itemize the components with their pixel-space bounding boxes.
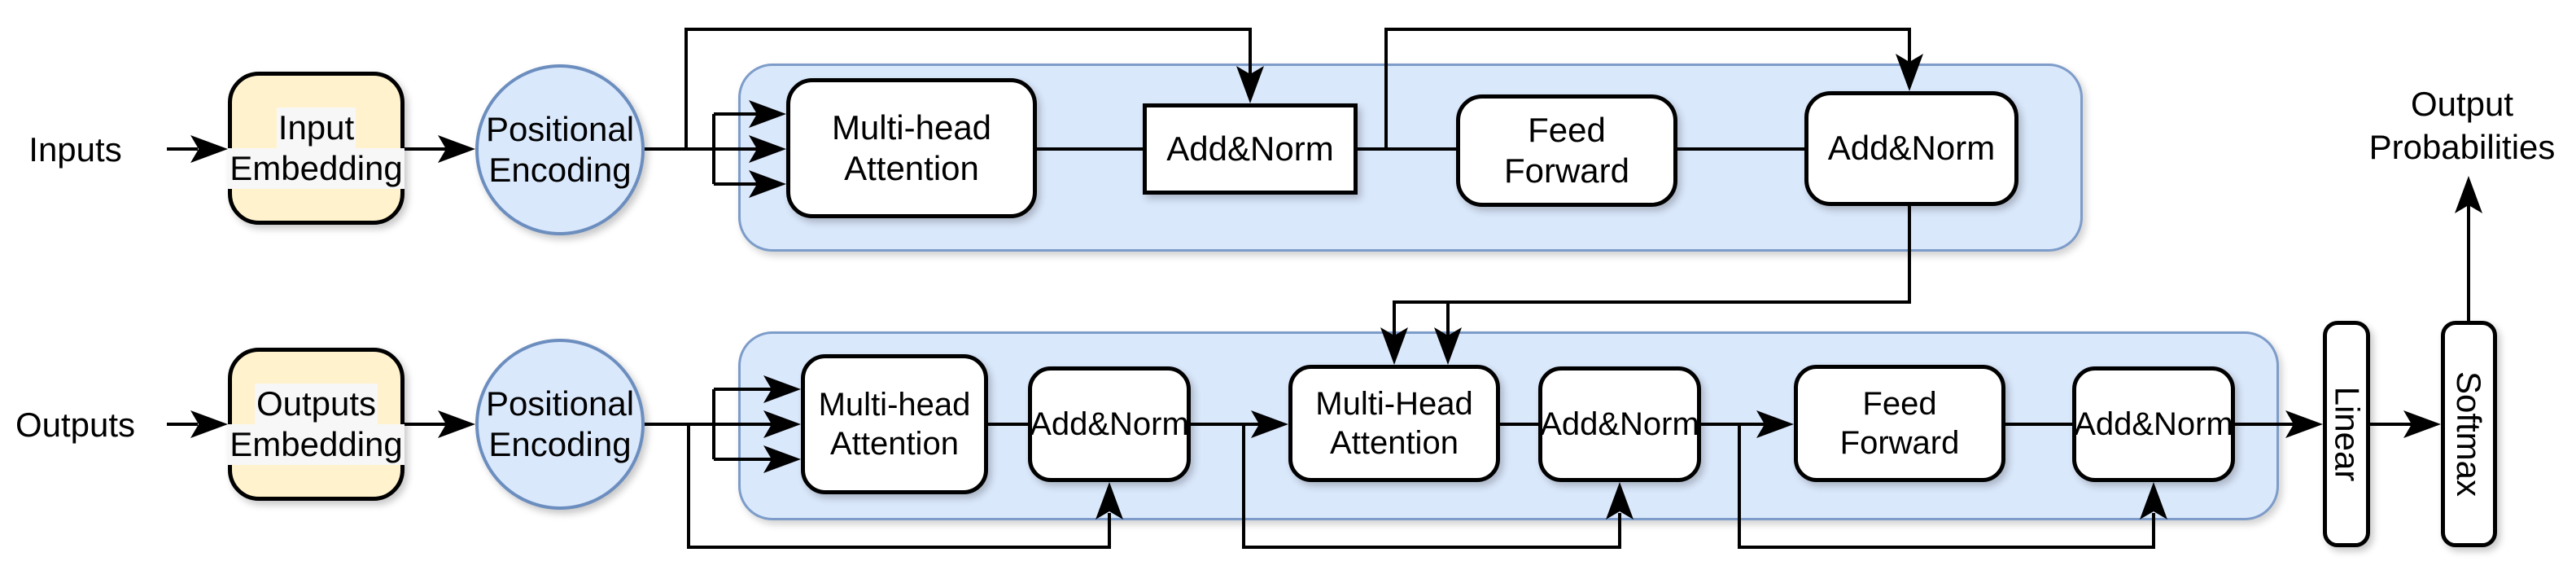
decoder-residual-1 — [687, 424, 1111, 549]
decoder-add-norm-1-label: Add&Norm — [1030, 406, 1189, 442]
decoder-add-norm-2-label: Add&Norm — [1540, 406, 1699, 442]
encoder-to-decoder-arrowhead-1 — [1380, 327, 1408, 365]
decoder-mha2-line2: Attention — [1330, 425, 1459, 461]
linear-label: Linear — [2328, 386, 2367, 482]
decoder-add-norm-3-label: Add&Norm — [2074, 406, 2233, 442]
outputs-embedding-line2: Embedding — [228, 424, 405, 466]
decoder-residual-2 — [1242, 424, 1621, 549]
input-embedding-line1: Input — [276, 107, 356, 148]
encoder-mha-line1: Multi-head — [831, 107, 992, 147]
encoder-mha-line2: Attention — [844, 149, 979, 187]
output-probabilities-line2: Probabilities — [2368, 127, 2556, 166]
output-probabilities-arrowhead — [2455, 176, 2482, 213]
output-probabilities-line1: Output — [2410, 85, 2514, 123]
decoder-ff-line2: Forward — [1839, 425, 1960, 461]
positional-encoding-decoder-node: Positional Encoding — [475, 339, 645, 510]
decoder-add-norm-2-node: Add&Norm — [1538, 366, 1701, 482]
decoder-add-norm-3-node: Add&Norm — [2072, 366, 2235, 482]
decoder-add-norm-1-node: Add&Norm — [1028, 366, 1191, 482]
encoder-qkv-arrowhead-2 — [749, 135, 786, 163]
decoder-residual-1-arrowhead — [1096, 482, 1123, 520]
output-probabilities-label: Output Probabilities — [2348, 83, 2576, 169]
encoder-residual-1 — [684, 28, 1252, 149]
encoder-add-norm-1-node: Add&Norm — [1143, 103, 1358, 195]
outputs-label-text: Outputs — [15, 406, 136, 444]
inputs-label-text: Inputs — [28, 130, 122, 169]
positional-encoding-decoder-line1: Positional — [485, 384, 635, 423]
softmax-node: Softmax — [2441, 321, 2497, 547]
inputs-arrowhead — [190, 135, 228, 163]
input-embedding-arrowhead — [438, 135, 475, 163]
outputs-label: Outputs — [0, 404, 151, 445]
decoder-residual-2-arrowhead — [1606, 482, 1634, 520]
decoder-residual-3 — [1738, 424, 2155, 549]
encoder-add-norm-2-node: Add&Norm — [1804, 91, 2018, 206]
decoder-mha1-line1: Multi-head — [818, 387, 971, 423]
decoder-residual-3-arrowhead — [2140, 482, 2167, 520]
encoder-add-norm-2-label: Add&Norm — [1827, 129, 1996, 168]
positional-encoding-decoder-line2: Encoding — [488, 425, 632, 463]
positional-encoding-encoder-node: Positional Encoding — [475, 64, 645, 235]
linear-arrowhead — [2285, 410, 2323, 438]
softmax-label: Softmax — [2450, 370, 2489, 498]
decoder-multi-head-attention-2-node: Multi-Head Attention — [1288, 365, 1500, 482]
decoder-mha2-line1: Multi-Head — [1315, 386, 1473, 422]
encoder-residual-1-arrowhead — [1236, 66, 1264, 103]
inputs-label: Inputs — [0, 129, 151, 169]
encoder-add-norm-1-label: Add&Norm — [1166, 129, 1334, 168]
encoder-qkv-arrowhead-3 — [749, 170, 786, 198]
positional-encoding-encoder-line1: Positional — [485, 109, 635, 148]
decoder-multi-head-attention-1-node: Multi-head Attention — [801, 354, 988, 494]
decoder-feed-forward-node: Feed Forward — [1794, 365, 2005, 482]
decoder-qkv-arrowhead-2 — [763, 410, 801, 438]
outputs-embedding-line1: Outputs — [254, 383, 378, 424]
input-embedding-line2: Embedding — [228, 148, 405, 190]
encoder-qkv-arrowhead-1 — [749, 100, 786, 128]
encoder-multi-head-attention-node: Multi-head Attention — [786, 78, 1037, 218]
decoder-ff-line1: Feed — [1862, 386, 1937, 422]
encoder-residual-2-arrowhead — [1896, 54, 1923, 91]
encoder-ff-line1: Feed — [1528, 110, 1606, 149]
decoder-mha1-line2: Attention — [830, 426, 959, 462]
positional-encoding-encoder-line2: Encoding — [488, 151, 632, 189]
decoder-ff-arrowhead — [1756, 410, 1794, 438]
outputs-arrowhead — [190, 410, 228, 438]
encoder-to-decoder-arrowhead-2 — [1434, 327, 1462, 365]
decoder-qkv-arrowhead-1 — [763, 375, 801, 403]
outputs-embedding-arrowhead — [438, 410, 475, 438]
encoder-residual-2 — [1384, 28, 1911, 149]
encoder-feed-forward-node: Feed Forward — [1456, 94, 1677, 207]
encoder-ff-line2: Forward — [1503, 151, 1630, 190]
linear-node: Linear — [2323, 321, 2370, 547]
encoder-to-decoder-connector — [1393, 206, 1911, 335]
outputs-embedding-node: Outputs Embedding — [228, 348, 405, 501]
softmax-arrowhead — [2403, 410, 2441, 438]
decoder-attention2-arrowhead — [1251, 410, 1288, 438]
input-embedding-node: Input Embedding — [228, 72, 405, 225]
decoder-qkv-arrowhead-3 — [763, 445, 801, 473]
